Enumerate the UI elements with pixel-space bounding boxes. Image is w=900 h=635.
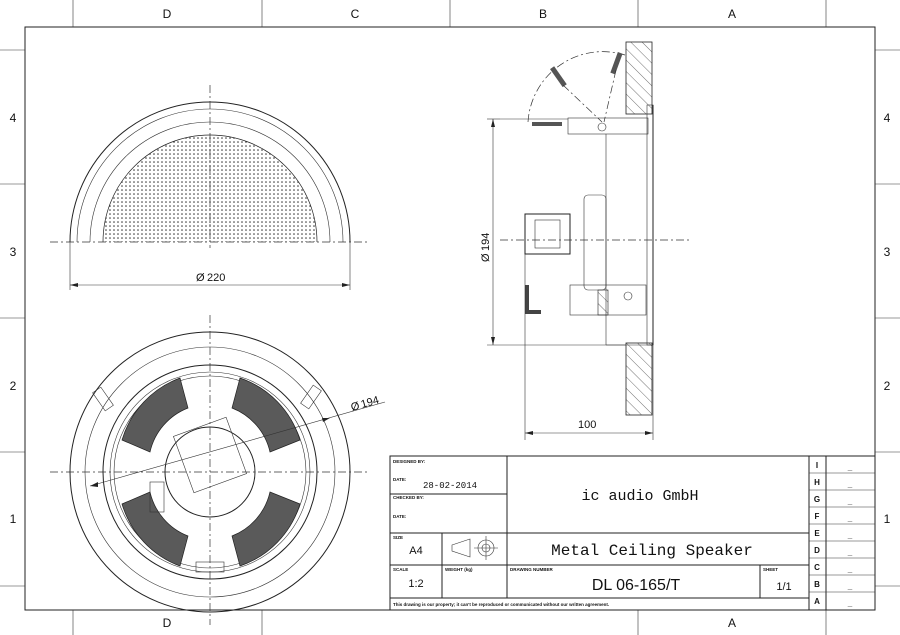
dim-side-diameter: 194 xyxy=(480,233,492,251)
revision-value: _ xyxy=(847,531,853,540)
revision-value: _ xyxy=(847,582,853,591)
revision-value: _ xyxy=(847,599,853,608)
zone-row-1: 1 xyxy=(10,512,17,526)
revision-value: _ xyxy=(847,497,853,506)
zone-col-c: C xyxy=(351,7,360,21)
dim-top-diameter-symbol: Ø xyxy=(196,272,205,284)
size-label: SIZE xyxy=(393,535,403,540)
ownership-note: This drawing is our property; it can't b… xyxy=(393,602,609,607)
sheet-value: 1/1 xyxy=(776,581,791,593)
revision-value: _ xyxy=(847,463,853,472)
zone-col-b: B xyxy=(539,7,547,21)
revision-value: _ xyxy=(847,480,853,489)
scale-value: 1:2 xyxy=(408,578,423,590)
title-block: DESIGNED BY: DATE: 28-02-2014 CHECKED BY… xyxy=(389,455,876,611)
zone-row-1-right: 1 xyxy=(884,512,891,526)
dim-side-diameter-symbol: Ø xyxy=(480,253,492,262)
designed-by-label: DESIGNED BY: xyxy=(393,459,426,464)
revision-letter: B xyxy=(814,580,820,589)
zone-col-d: D xyxy=(163,7,172,21)
company-name: ic audio GmbH xyxy=(581,488,698,505)
size-value: A4 xyxy=(409,545,422,557)
projection-symbol-icon xyxy=(451,536,498,560)
zone-row-4-right: 4 xyxy=(884,111,891,125)
top-view: Ø 220 xyxy=(50,85,370,290)
dim-bottom-diameter: 194 xyxy=(360,394,381,411)
checked-by-label: CHECKED BY: xyxy=(393,495,424,500)
revision-letter: E xyxy=(814,529,820,538)
zone-row-3-right: 3 xyxy=(884,245,891,259)
revision-value: _ xyxy=(847,565,853,574)
zone-row-2: 2 xyxy=(10,379,17,393)
bottom-view: Ø 194 xyxy=(50,315,386,625)
dim-top-diameter: 220 xyxy=(207,272,225,284)
zone-labels: D C B A D A 4 3 2 1 4 3 2 1 xyxy=(10,7,891,630)
revision-letter: H xyxy=(814,478,820,487)
revision-letter: G xyxy=(814,495,820,504)
dim-side-depth: 100 xyxy=(578,419,596,431)
zone-row-2-right: 2 xyxy=(884,379,891,393)
zone-col-d-bottom: D xyxy=(163,616,172,630)
sheet-label: SHEET xyxy=(763,567,778,572)
scale-label: SCALE xyxy=(393,567,408,572)
revision-value: _ xyxy=(847,514,853,523)
drawing-number-label: DRAWING NUMBER xyxy=(510,567,553,572)
side-view: Ø 194 100 xyxy=(480,41,690,440)
revision-letter: D xyxy=(814,546,820,555)
zone-col-a-bottom: A xyxy=(728,616,736,630)
revision-letter: F xyxy=(815,512,820,521)
zone-col-a: A xyxy=(728,7,736,21)
zone-row-4: 4 xyxy=(10,111,17,125)
checked-date-label: DATE: xyxy=(393,514,407,519)
zone-row-3: 3 xyxy=(10,245,17,259)
drawing-number: DL 06-165/T xyxy=(592,577,681,594)
revision-letter: C xyxy=(814,563,820,572)
revision-letter: A xyxy=(814,597,820,606)
revision-table: I _ H _ G _ F _ E _ D _ C _ B _ A _ xyxy=(814,461,853,608)
revision-letter: I xyxy=(816,461,818,470)
dim-bottom-diameter-symbol: Ø xyxy=(350,400,362,414)
drawing-title: Metal Ceiling Speaker xyxy=(551,542,753,560)
weight-label: WEIGHT (kg) xyxy=(445,567,473,572)
revision-value: _ xyxy=(847,548,853,557)
date-value: 28-02-2014 xyxy=(423,481,477,491)
date-label: DATE: xyxy=(393,477,407,482)
